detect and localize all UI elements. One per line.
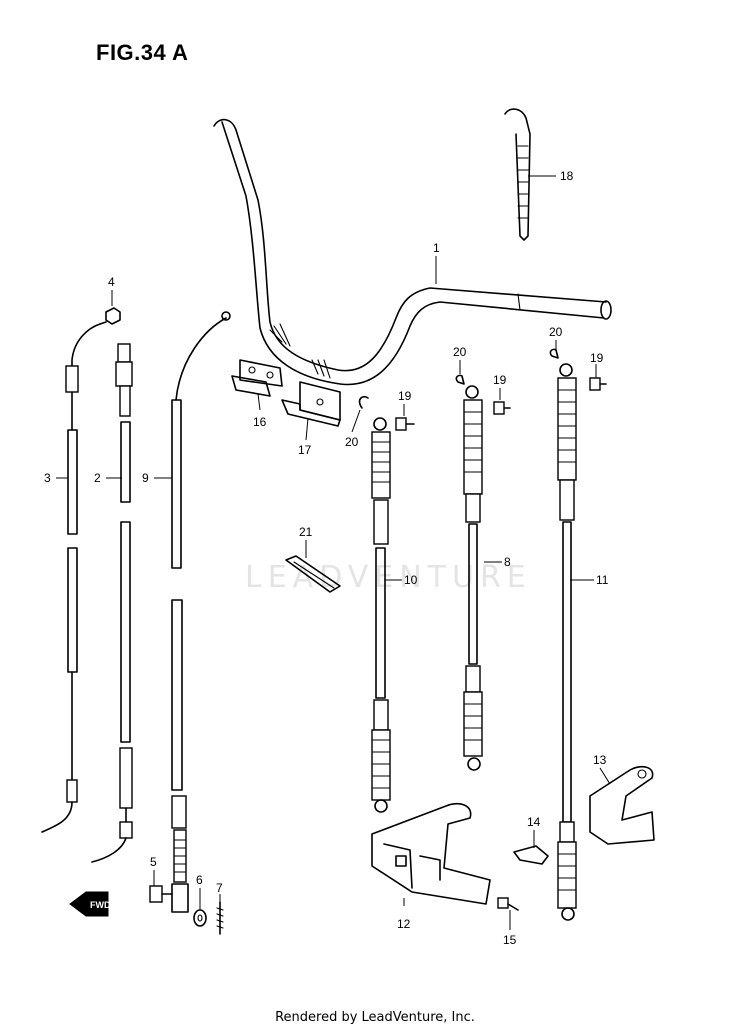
- bolt-5[interactable]: [149, 885, 173, 903]
- handlebar[interactable]: [213, 118, 612, 386]
- cable-tie[interactable]: [504, 108, 531, 241]
- cable-11[interactable]: [557, 363, 577, 921]
- bracket-13[interactable]: [589, 765, 655, 845]
- callout-5: 5: [150, 855, 157, 869]
- cable-10[interactable]: [371, 417, 391, 813]
- bolt-19-b[interactable]: [493, 401, 511, 415]
- callout-18: 18: [560, 169, 574, 183]
- cable-9[interactable]: [171, 311, 231, 913]
- callout-16: 16: [253, 415, 267, 429]
- cable-8[interactable]: [463, 385, 483, 771]
- fwd-label: FWD: [90, 900, 111, 910]
- pin-7[interactable]: [216, 901, 224, 935]
- callout-1: 1: [433, 241, 440, 255]
- clip-20-c[interactable]: [549, 348, 559, 359]
- callout-8: 8: [504, 555, 511, 569]
- bolt-19-a[interactable]: [395, 417, 415, 431]
- callout-7: 7: [216, 881, 223, 895]
- fwd-arrow: FWD: [69, 891, 111, 917]
- nut-4[interactable]: [105, 307, 121, 325]
- bolt-15[interactable]: [497, 897, 519, 911]
- cable-3[interactable]: [41, 321, 107, 833]
- clamp-plate[interactable]: [231, 359, 283, 397]
- callout-9: 9: [142, 471, 149, 485]
- callout-labels: 1 2 3 4 5 6 7 8 9 10 11 12 13 14 15 16 1…: [44, 169, 609, 947]
- clip-20-b[interactable]: [455, 374, 465, 385]
- callout-19-b: 19: [493, 373, 507, 387]
- cable-bracket[interactable]: [371, 802, 491, 905]
- callout-4: 4: [108, 275, 115, 289]
- bolt-19-c[interactable]: [589, 377, 607, 391]
- callout-15: 15: [503, 933, 517, 947]
- callout-20-a: 20: [345, 435, 359, 449]
- callout-20-c: 20: [549, 325, 563, 339]
- leader-lines: [56, 175, 611, 930]
- footer-credit: Rendered by LeadVenture, Inc.: [275, 1010, 475, 1025]
- callout-6: 6: [196, 873, 203, 887]
- figure-title: FIG.34 A: [96, 40, 189, 65]
- callout-21: 21: [299, 525, 313, 539]
- callout-14: 14: [527, 815, 541, 829]
- callout-19-a: 19: [398, 389, 412, 403]
- callout-17: 17: [298, 443, 312, 457]
- callout-20-b: 20: [453, 345, 467, 359]
- callout-11: 11: [596, 573, 609, 587]
- cable-2[interactable]: [91, 343, 133, 863]
- callout-10: 10: [404, 573, 418, 587]
- clip-14[interactable]: [513, 845, 549, 865]
- callout-2: 2: [94, 471, 101, 485]
- callout-19-c: 19: [590, 351, 604, 365]
- callout-12: 12: [397, 917, 411, 931]
- handlebar-clamp[interactable]: [281, 381, 341, 427]
- washer-6[interactable]: [193, 909, 207, 927]
- pad[interactable]: [285, 555, 341, 593]
- callout-13: 13: [593, 753, 607, 767]
- clip-20-a[interactable]: [358, 395, 369, 409]
- callout-3: 3: [44, 471, 51, 485]
